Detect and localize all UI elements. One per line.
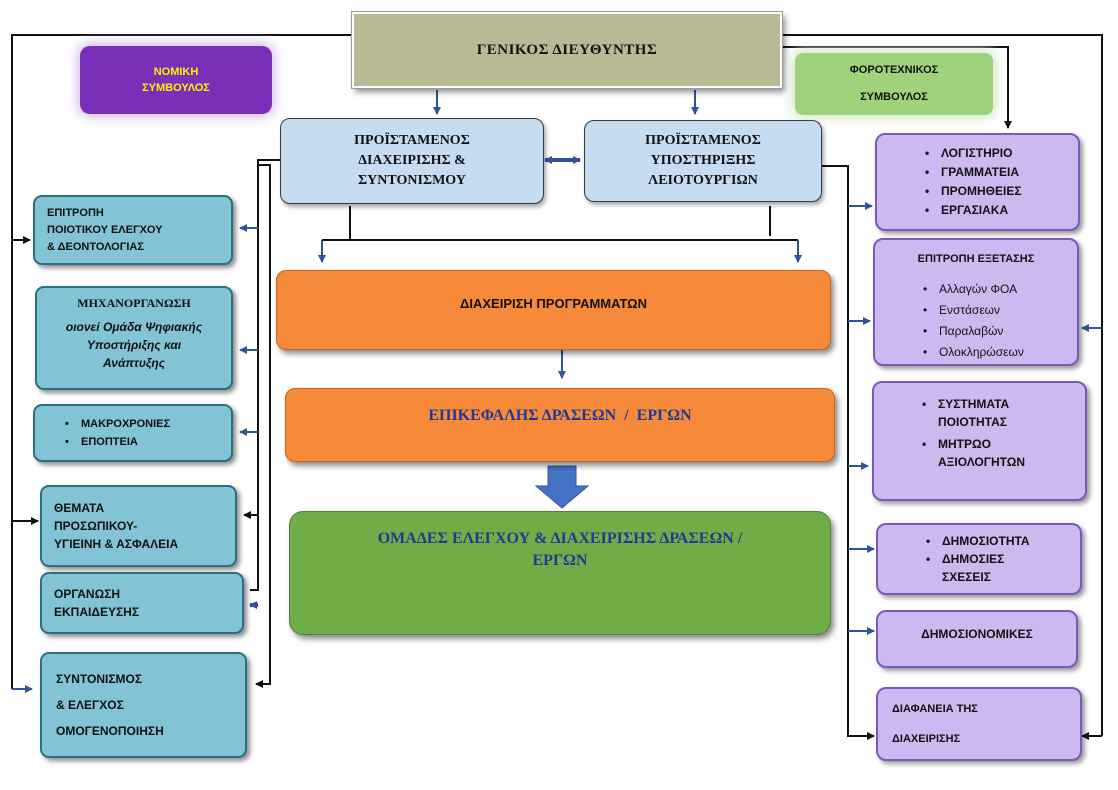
training-line2: ΕΚΠΑΙΔΕΥΣΗΣ	[54, 605, 140, 619]
publicity-item-1: ΔΗΜΟΣΙΟΤΗΤΑ	[922, 532, 1052, 550]
personnel-line2: ΠΡΟΣΩΠΙΚΟΥ-	[54, 519, 138, 533]
action-leaders-box: ΕΠΙΚΕΦΑΛΗΣ ΔΡΑΣΕΩΝ / ΕΡΓΩΝ	[285, 388, 835, 462]
head-coordination-line1: ΠΡΟΪΣΤΑΜΕΝΟΣ	[354, 133, 470, 148]
quality-systems-item-2: ΜΗΤΡΩΟ ΑΞΙΟΛΟΓΗΤΩΝ	[918, 435, 1048, 471]
exam-item-3: Παραλαβών	[919, 321, 1077, 342]
admin-box: ΛΟΓΙΣΤΗΡΙΟ ΓΡΑΜΜΑΤΕΙΑ ΠΡΟΜΗΘΕΙΕΣ ΕΡΓΑΣΙΑ…	[875, 133, 1080, 231]
coordination-line2: & ΕΛΕΓΧΟΣ	[56, 698, 124, 712]
exam-item-2: Ενστάσεων	[919, 300, 1077, 321]
quality-systems-box: ΣΥΣΤΗΜΑΤΑ ΠΟΙΟΤΗΤΑΣ ΜΗΤΡΩΟ ΑΞΙΟΛΟΓΗΤΩΝ	[872, 381, 1087, 501]
longterm-item-2: ΕΠΟΠΤΕΙΑ	[61, 433, 231, 451]
legal-advisor-line1: ΝΟΜΙΚΗ	[153, 66, 199, 78]
personnel-line3: ΥΓΙΕΙΝΗ & ΑΣΦΑΛΕΙΑ	[54, 537, 179, 551]
left-inner-bus-a	[250, 159, 280, 591]
coordination-line1: ΣΥΝΤΟΝΙΣΜΟΣ	[56, 672, 143, 686]
transparency-line2: ΔΙΑΧΕΙΡΙΣΗΣ	[892, 733, 961, 745]
publicity-item-2: ΔΗΜΟΣΙΕΣ ΣΧΕΣΕΙΣ	[922, 550, 1052, 586]
coordination-line3: ΟΜΟΓΕΝΟΠΟΙΗΣΗ	[56, 724, 164, 738]
mechanization-sub-line1: οιονεί Ομάδα Ψηφιακής	[65, 320, 203, 334]
longterm-box: ΜΑΚΡΟΧΡΟΝΙΕΣ ΕΠΟΠΤΕΙΑ	[33, 404, 233, 462]
big-down-arrow	[534, 465, 590, 509]
quality-committee-line2: ΠΟΙΟΤΙΚΟΥ ΕΛΕΓΧΟΥ	[47, 223, 163, 236]
right-outer-bus	[782, 34, 1103, 736]
mechanization-title: ΜΗΧΑΝΟΡΓΑΝΩΣΗ	[77, 296, 191, 310]
head-coordination-box: ΠΡΟΪΣΤΑΜΕΝΟΣ ΔΙΑΧΕΙΡΙΣΗΣ & ΣΥΝΤΟΝΙΣΜΟΥ	[280, 118, 544, 204]
control-teams-line2: ΕΡΓΩΝ	[532, 552, 588, 569]
tax-advisor-line1: ΦΟΡΟΤΕΧΝΙΚΟΣ	[849, 64, 939, 76]
general-manager-box: ΓΕΝΙΚΟΣ ΔΙΕΥΘΥΝΤΗΣ	[351, 11, 783, 89]
tax-advisor-line2: ΣΥΜΒΟΥΛΟΣ	[860, 91, 928, 103]
head-support-line1: ΠΡΟΪΣΤΑΜΕΝΟΣ	[645, 133, 761, 148]
admin-item-2: ΓΡΑΜΜΑΤΕΙΑ	[921, 163, 1078, 182]
program-management-label: ΔΙΑΧΕΙΡΙΣΗ ΠΡΟΓΡΑΜΜΑΤΩΝ	[460, 295, 647, 311]
transparency-line1: ΔΙΑΦΑΝΕΙΑ ΤΗΣ	[892, 703, 978, 715]
left-outer-bus	[11, 34, 352, 689]
training-box: ΟΡΓΑΝΩΣΗ ΕΚΠΑΙΔΕΥΣΗΣ	[40, 572, 244, 634]
head-support-line3: ΛΕΙΟΤΟΥΡΓΙΩΝ	[648, 173, 758, 188]
quality-systems-list: ΣΥΣΤΗΜΑΤΑ ΠΟΙΟΤΗΤΑΣ ΜΗΤΡΩΟ ΑΞΙΟΛΟΓΗΤΩΝ	[918, 395, 1048, 471]
admin-item-3: ΠΡΟΜΗΘΕΙΕΣ	[921, 182, 1078, 201]
head-coordination-line2: ΔΙΑΧΕΙΡΙΣΗΣ &	[358, 153, 466, 168]
training-line1: ΟΡΓΑΝΩΣΗ	[54, 587, 121, 601]
transparency-box: ΔΙΑΦΑΝΕΙΑ ΤΗΣ ΔΙΑΧΕΙΡΙΣΗΣ	[876, 687, 1082, 761]
left-inner-bus-b	[255, 164, 271, 688]
coordination-box: ΣΥΝΤΟΝΙΣΜΟΣ & ΕΛΕΓΧΟΣ ΟΜΟΓΕΝΟΠΟΙΗΣΗ	[40, 652, 247, 758]
admin-item-1: ΛΟΓΙΣΤΗΡΙΟ	[921, 144, 1078, 163]
exam-committee-list: Αλλαγών ΦΟΑ Ενστάσεων Παραλαβών Ολοκληρώ…	[875, 279, 1077, 363]
mechanization-sub-line3: Ανάπτυξης	[102, 356, 166, 370]
coordination-to-programs	[349, 206, 798, 241]
action-leaders-label: ΕΠΙΚΕΦΑΛΗΣ ΔΡΑΣΕΩΝ / ΕΡΓΩΝ	[428, 407, 692, 424]
publicity-box: ΔΗΜΟΣΙΟΤΗΤΑ ΔΗΜΟΣΙΕΣ ΣΧΕΣΕΙΣ	[876, 523, 1082, 595]
program-management-box: ΔΙΑΧΕΙΡΙΣΗ ΠΡΟΓΡΑΜΜΑΤΩΝ	[276, 270, 831, 350]
exam-committee-box: ΕΠΙΤΡΟΠΗ ΕΞΕΤΑΣΗΣ Αλλαγών ΦΟΑ Ενστάσεων …	[873, 238, 1079, 366]
general-manager-label: ΓΕΝΙΚΟΣ ΔΙΕΥΘΥΝΤΗΣ	[476, 41, 658, 58]
exam-committee-title: ΕΠΙΤΡΟΠΗ ΕΞΕΤΑΣΗΣ	[917, 253, 1035, 265]
finance-label: ΔΗΜΟΣΙΟΝΟΜΙΚΕΣ	[921, 626, 1033, 641]
admin-list: ΛΟΓΙΣΤΗΡΙΟ ΓΡΑΜΜΑΤΕΙΑ ΠΡΟΜΗΘΕΙΕΣ ΕΡΓΑΣΙΑ…	[921, 144, 1078, 220]
right-inner-bus	[782, 46, 1012, 129]
head-coordination-line3: ΣΥΝΤΟΝΙΣΜΟΥ	[358, 173, 466, 188]
quality-committee-line1: ΕΠΙΤΡΟΠΗ	[47, 206, 104, 219]
mechanization-sub-line2: Υποστήριξης και	[86, 338, 182, 352]
personnel-line1: ΘΕΜΑΤΑ	[54, 501, 105, 515]
publicity-list: ΔΗΜΟΣΙΟΤΗΤΑ ΔΗΜΟΣΙΕΣ ΣΧΕΣΕΙΣ	[922, 532, 1052, 586]
quality-committee-box: ΕΠΙΤΡΟΠΗ ΠΟΙΟΤΙΚΟΥ ΕΛΕΓΧΟΥ & ΔΕΟΝΤΟΛΟΓΙΑ…	[33, 195, 233, 265]
head-support-line2: ΥΠΟΣΤΗΡΙΞΗΣ	[650, 153, 756, 168]
longterm-list: ΜΑΚΡΟΧΡΟΝΙΕΣ ΕΠΟΠΤΕΙΑ	[61, 415, 231, 451]
mechanization-box: ΜΗΧΑΝΟΡΓΑΝΩΣΗ οιονεί Ομάδα Ψηφιακής Υποσ…	[35, 286, 233, 390]
control-teams-line1: ΟΜΑΔΕΣ ΕΛΕΓΧΟΥ & ΔΙΑΧΕΙΡΙΣΗΣ ΔΡΑΣΕΩΝ /	[377, 530, 743, 547]
tax-advisor-box: ΦΟΡΟΤΕΧΝΙΚΟΣ ΣΥΜΒΟΥΛΟΣ	[795, 53, 993, 115]
exam-item-1: Αλλαγών ΦΟΑ	[919, 279, 1077, 300]
control-teams-box: ΟΜΑΔΕΣ ΕΛΕΓΧΟΥ & ΔΙΑΧΕΙΡΙΣΗΣ ΔΡΑΣΕΩΝ / Ε…	[289, 511, 831, 635]
right-inner-bus-support	[822, 165, 875, 740]
head-support-box: ΠΡΟΪΣΤΑΜΕΝΟΣ ΥΠΟΣΤΗΡΙΞΗΣ ΛΕΙΟΤΟΥΡΓΙΩΝ	[584, 120, 822, 202]
exam-item-4: Ολοκληρώσεων	[919, 342, 1077, 363]
legal-advisor-line2: ΣΥΜΒΟΥΛΟΣ	[142, 82, 210, 94]
personnel-box: ΘΕΜΑΤΑ ΠΡΟΣΩΠΙΚΟΥ- ΥΓΙΕΙΝΗ & ΑΣΦΑΛΕΙΑ	[40, 485, 237, 567]
longterm-item-1: ΜΑΚΡΟΧΡΟΝΙΕΣ	[61, 415, 231, 433]
quality-committee-line3: & ΔΕΟΝΤΟΛΟΓΙΑΣ	[47, 240, 144, 253]
finance-box: ΔΗΜΟΣΙΟΝΟΜΙΚΕΣ	[876, 610, 1078, 668]
admin-item-4: ΕΡΓΑΣΙΑΚΑ	[921, 201, 1078, 220]
quality-systems-item-1: ΣΥΣΤΗΜΑΤΑ ΠΟΙΟΤΗΤΑΣ	[918, 395, 1048, 431]
legal-advisor-box: ΝΟΜΙΚΗ ΣΥΜΒΟΥΛΟΣ	[80, 46, 272, 114]
